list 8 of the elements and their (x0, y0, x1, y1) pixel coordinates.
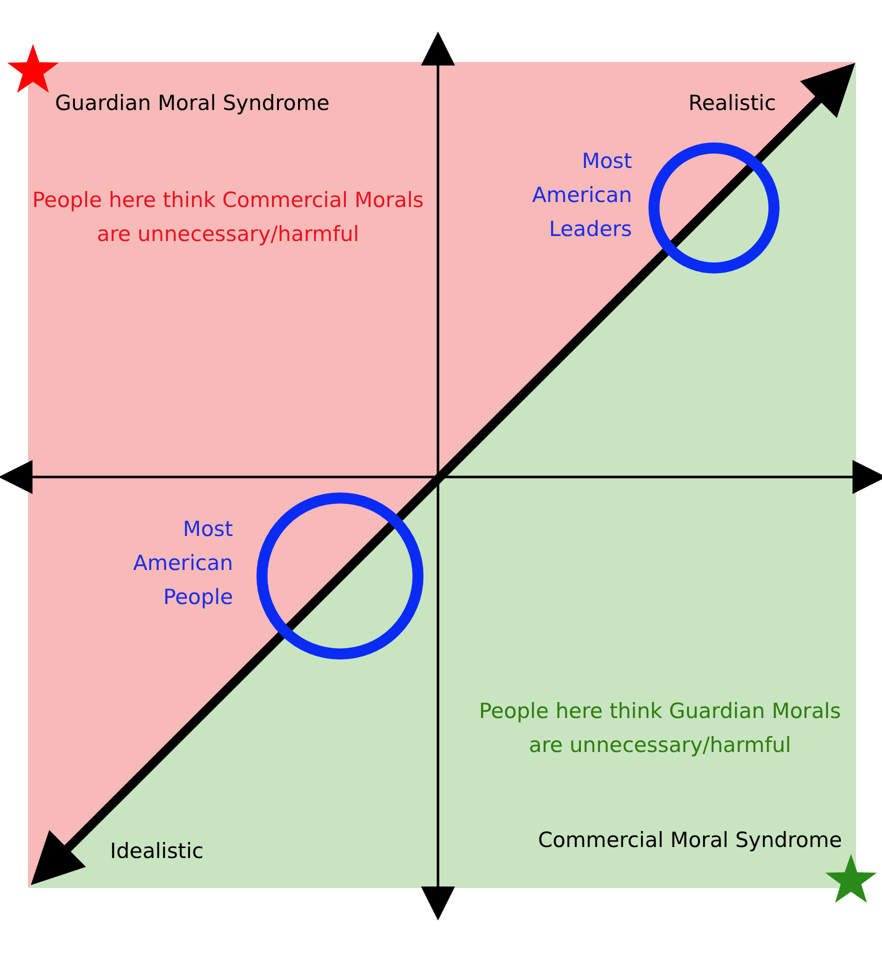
quadrant-title: Guardian Moral Syndrome (55, 90, 331, 117)
axis-end-label: Realistic (687, 90, 776, 117)
quadrant-title: Commercial Moral Syndrome (536, 827, 842, 854)
quadrant-note: People here think Guardian Morals are unnecessary/harmful (478, 698, 842, 759)
quadrant-note: People here think Commercial Morals are unnecessary/harmful (31, 187, 425, 248)
axis-end-label: Idealistic (110, 838, 205, 865)
circle-caption: Most American People (132, 516, 233, 611)
circle-caption: Most American Leaders (531, 148, 632, 243)
